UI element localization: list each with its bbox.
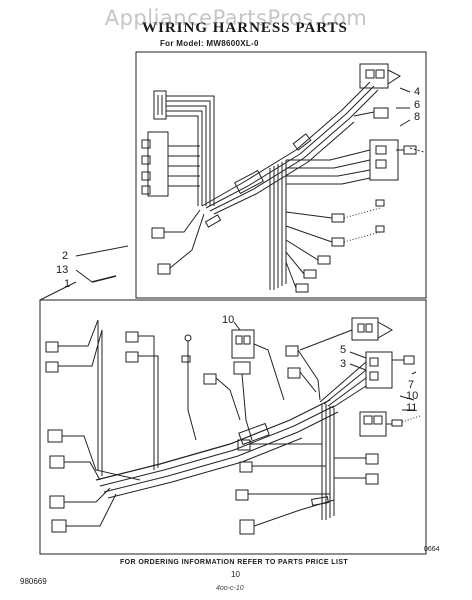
- top-main-bundle: [166, 95, 215, 206]
- bottom-plug-m1: [125, 331, 139, 343]
- watermark: AppliancePartsPros.com: [104, 6, 368, 30]
- page-number: 10: [231, 570, 240, 579]
- callout-11: 11: [406, 402, 418, 414]
- callout-2: 2: [62, 250, 69, 262]
- bottom-plug-c1: [203, 373, 217, 385]
- bottom-plug-r5: [365, 453, 379, 465]
- bottom-connector-10: [231, 329, 255, 359]
- top-small-plug: [375, 199, 385, 207]
- part-13-wire: [91, 275, 117, 283]
- bottom-plug-l4: [49, 455, 65, 469]
- callout-13: 13: [56, 264, 69, 276]
- callout-8: 8: [414, 111, 421, 123]
- callout-6: 6: [414, 99, 421, 111]
- top-plug-c: [331, 213, 345, 223]
- bottom-right-connector-top: [351, 317, 379, 341]
- top-plug-e: [317, 255, 331, 265]
- top-plug-a: [151, 227, 165, 239]
- callout-10-bottom: 10: [406, 390, 419, 402]
- ordering-note: FOR ORDERING INFORMATION REFER TO PARTS …: [120, 559, 349, 566]
- bottom-plug-l3: [47, 429, 63, 443]
- top-plug-b: [157, 263, 171, 275]
- top-plug-f: [303, 269, 317, 279]
- bottom-harness-sleeve: [238, 422, 270, 446]
- bottom-plug-l6: [51, 519, 67, 533]
- bottom-plug-l2: [45, 361, 59, 373]
- bottom-plug-c2: [285, 345, 299, 357]
- bottom-plug-l5: [49, 495, 65, 509]
- callout-7: 7: [408, 379, 415, 391]
- bottom-resistor: [311, 496, 329, 506]
- bottom-plug-r1: [237, 439, 251, 451]
- top-left-connector: [153, 90, 167, 120]
- diagram-code: 0664: [424, 546, 440, 553]
- bottom-plug-r3: [235, 489, 249, 501]
- bottom-plug-m2: [125, 351, 139, 363]
- handwritten-note: 4oo-c-10: [216, 585, 244, 592]
- callout-4: 4: [414, 86, 421, 98]
- top-harness-sleeve: [234, 169, 264, 195]
- bottom-plug-r4: [239, 519, 255, 535]
- top-plug-d: [331, 237, 345, 247]
- top-connector-6: [373, 107, 389, 119]
- model-subtitle: For Model: MW8600XL-0: [160, 39, 259, 48]
- top-small-sleeve: [292, 133, 312, 151]
- callout-5: 5: [340, 344, 347, 356]
- top-multi-connector: [147, 131, 169, 197]
- bottom-relay: [233, 361, 251, 375]
- document-number: 980669: [20, 577, 47, 586]
- bottom-plug-r2: [239, 461, 253, 473]
- bottom-main-bundle: [95, 399, 331, 481]
- bottom-plug-r6: [365, 473, 379, 485]
- callout-10-top: 10: [222, 314, 235, 326]
- callout-1: 1: [64, 278, 71, 290]
- top-harness-panel: [135, 51, 427, 299]
- bottom-plug-l1: [45, 341, 59, 353]
- bottom-terminal-block: [365, 351, 393, 389]
- callout-3: 3: [340, 358, 347, 370]
- top-resistor: [204, 214, 222, 228]
- top-plug-g: [295, 283, 309, 293]
- bottom-plug-c3: [287, 367, 301, 379]
- bottom-terminal-ring: [184, 334, 192, 342]
- diagram-title: WIRING HARNESS PARTS: [142, 20, 348, 36]
